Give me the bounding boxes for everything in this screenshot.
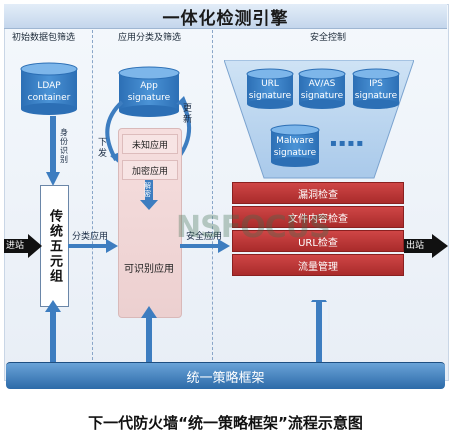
section-label-security: 安全控制 bbox=[310, 33, 347, 43]
update-label: 更新 bbox=[183, 104, 193, 125]
ingress-arrow bbox=[4, 234, 42, 258]
identity-label: 身份识别 bbox=[60, 128, 68, 164]
ldap-container: LDAP container bbox=[20, 62, 78, 116]
section-divider-1 bbox=[92, 30, 93, 360]
app-classification-column bbox=[118, 128, 182, 318]
url-check: URL检查 bbox=[232, 230, 404, 252]
policy-up-arrows bbox=[45, 300, 330, 364]
decrypt-label: 解密 bbox=[144, 182, 151, 198]
secure-app-arrow bbox=[180, 239, 230, 253]
five-tuple-box: 传统五元组 bbox=[40, 185, 69, 307]
av-signature: AV/AS signature bbox=[298, 68, 346, 110]
identity-arrow bbox=[46, 116, 60, 186]
diagram-title: 一体化检测引擎 bbox=[4, 4, 447, 29]
traffic-management: 流量管理 bbox=[232, 254, 404, 276]
classify-label: 分类应用 bbox=[72, 232, 109, 242]
url-signature: URL signature bbox=[246, 68, 294, 110]
secure-app-label: 安全应用 bbox=[186, 232, 223, 242]
ips-signature: IPS signature bbox=[352, 68, 400, 110]
identified-app-label: 可识别应用 bbox=[124, 264, 174, 275]
classify-arrow bbox=[68, 239, 118, 253]
unknown-app-box: 未知应用 bbox=[122, 134, 178, 154]
vulnerability-check: 漏洞检查 bbox=[232, 182, 404, 204]
decrypt-arrow bbox=[140, 180, 158, 210]
more-signatures-dots: ▪▪▪▪ bbox=[330, 138, 366, 149]
section-label-app-classify: 应用分类及筛选 bbox=[118, 33, 182, 43]
malware-signature: Malware signature bbox=[270, 124, 320, 168]
ingress-label: 进站 bbox=[6, 241, 25, 251]
av-signature-label: AV/AS signature bbox=[300, 79, 344, 101]
unified-policy-framework-bar: 统一策略框架 bbox=[6, 362, 445, 389]
app-signature: App signature bbox=[118, 66, 180, 118]
nsfocus-watermark: NSFOCUS bbox=[176, 210, 331, 245]
section-label-initial: 初始数据包筛选 bbox=[12, 33, 76, 43]
url-signature-label: URL signature bbox=[248, 79, 292, 101]
section-divider-2 bbox=[212, 30, 213, 360]
malware-signature-label: Malware signature bbox=[273, 136, 317, 158]
ips-signature-label: IPS signature bbox=[354, 79, 398, 101]
encrypted-app-box: 加密应用 bbox=[122, 160, 178, 180]
app-signature-label: App signature bbox=[127, 81, 171, 103]
egress-label: 出站 bbox=[406, 241, 425, 251]
ldap-label: LDAP container bbox=[27, 81, 71, 103]
figure-caption: 下一代防火墙“统一策略框架”流程示意图 bbox=[88, 414, 363, 432]
egress-arrow bbox=[404, 234, 448, 258]
issue-label: 下发 bbox=[98, 138, 108, 159]
file-content-check: 文件内容检查 bbox=[232, 206, 404, 228]
